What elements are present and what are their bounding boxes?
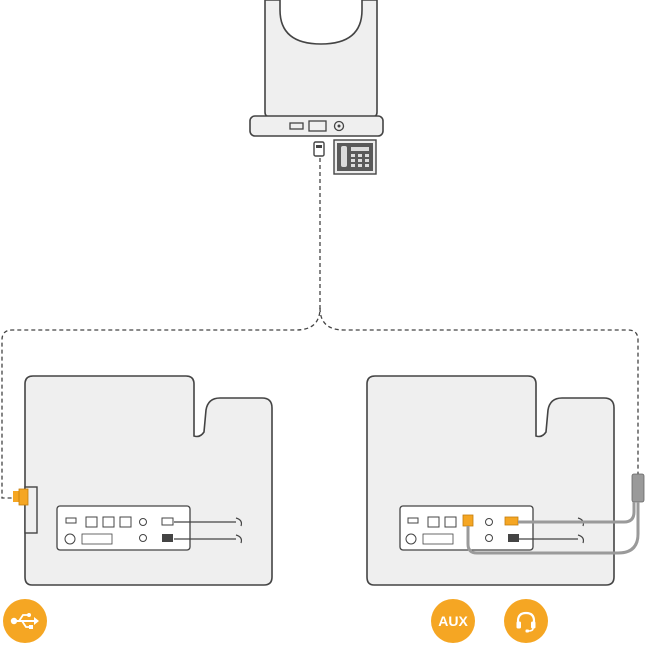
usb-connector-highlight	[13, 488, 29, 506]
aux-cable	[466, 473, 645, 555]
base-station	[249, 0, 384, 137]
headset-icon	[516, 611, 536, 633]
headset-badge	[504, 599, 548, 643]
usb-plug-icon	[313, 141, 325, 157]
connector-panel	[56, 505, 191, 551]
headset-port-highlight	[504, 516, 519, 526]
usb-badge	[3, 599, 47, 643]
desk-phone-aux-connection	[366, 375, 645, 586]
desk-phone-body	[24, 375, 273, 586]
desk-phone-icon	[333, 139, 377, 175]
base-power-port	[333, 120, 345, 132]
base-station-foot	[249, 115, 384, 137]
ethernet-ports	[85, 516, 132, 528]
dashed-connection-line	[1, 158, 321, 499]
usb-icon	[10, 613, 39, 629]
aux-port-highlight	[462, 514, 474, 527]
base-usb-port	[289, 122, 304, 130]
aux-badge: AUX	[431, 599, 475, 643]
base-phone-port	[308, 120, 327, 132]
aux-label: AUX	[438, 613, 468, 629]
base-station-cradle	[264, 0, 378, 118]
desk-phone-usb-connection	[13, 375, 273, 586]
